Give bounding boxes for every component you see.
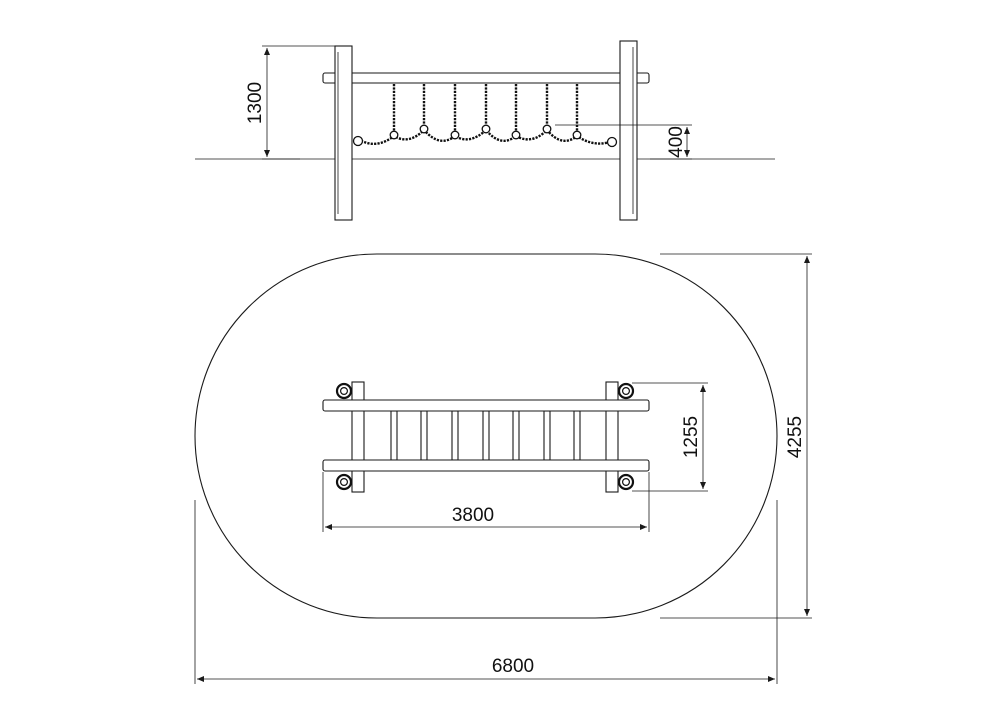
top-rail [322,72,650,84]
dimension-inner-length: 3800 [322,472,650,532]
elevation-view: 1300 400 [195,40,775,221]
plan-corner-rings [335,382,635,491]
dimension-outer-length: 6800 [194,500,778,684]
dimension-label-height-total: 1300 [245,82,266,124]
plan-rungs [390,410,581,461]
dimension-height-total: 1300 [245,45,340,160]
plan-rail-bottom [322,459,650,472]
safety-zone-outline [194,253,778,619]
dimension-label-inner-length: 3800 [452,505,494,526]
dimension-label-height-rope: 400 [666,126,687,158]
dimension-label-inner-depth: 1255 [681,416,702,458]
right-post [619,40,638,221]
dimension-label-outer-length: 6800 [492,656,534,677]
plan-view: 1255 3800 4255 6800 [194,253,812,684]
dimension-height-rope: 400 [555,124,692,160]
dimension-inner-depth: 1255 [632,382,708,492]
plan-rail-top [322,399,650,412]
dimension-outer-depth: 4255 [660,253,812,619]
rope-rings [352,124,618,148]
left-post [334,45,353,221]
dimension-label-outer-depth: 4255 [785,416,806,458]
